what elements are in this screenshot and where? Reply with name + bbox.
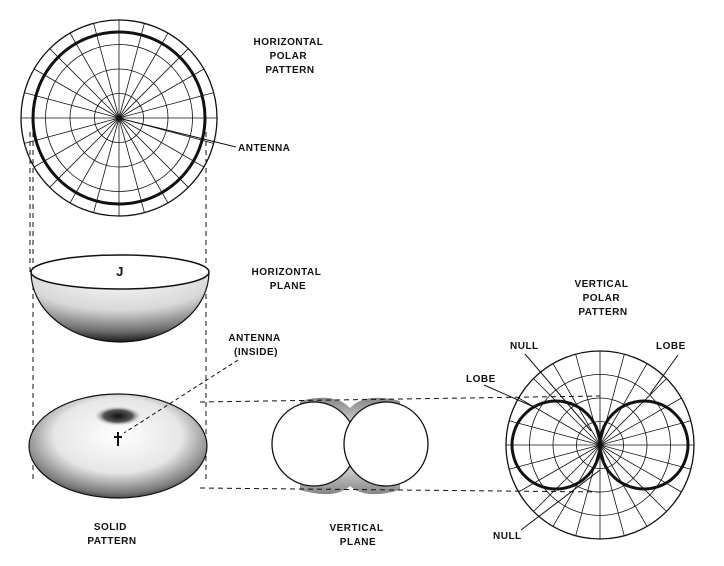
vertical-plane-label: VERTICAL PLANE — [329, 523, 386, 548]
polar-spoke — [118, 117, 205, 168]
solid-pattern-label: SOLID PATTERN — [87, 522, 136, 547]
polar-spoke — [69, 32, 120, 119]
label-line: POLAR — [270, 51, 308, 62]
projection-guides-left — [29, 132, 207, 482]
vertical-pattern-lobes — [510, 399, 690, 491]
label-line: ANTENNA — [228, 333, 280, 344]
antenna-leader — [121, 118, 237, 148]
label-leaders — [121, 118, 679, 531]
antenna-inside-label: ANTENNA (INSIDE) — [228, 333, 283, 358]
polar-spoke — [24, 92, 120, 119]
polar-spoke — [533, 378, 601, 446]
polar-spoke — [49, 117, 120, 188]
polar-spoke — [599, 444, 682, 493]
solid-pattern-torus — [28, 393, 208, 499]
label-line: POLAR — [583, 293, 621, 304]
label-line: (INSIDE) — [234, 347, 278, 358]
null-top-label: NULL — [510, 341, 539, 352]
lobe-left-leader — [483, 384, 535, 408]
polar-spoke — [118, 23, 145, 119]
polar-spoke — [509, 420, 601, 446]
null-top-leader — [524, 353, 592, 432]
polar-spoke — [509, 444, 601, 470]
label-line: VERTICAL — [574, 279, 628, 290]
polar-spoke — [49, 48, 120, 119]
label-line: HORIZONTAL — [252, 267, 322, 278]
horizontal-polar-pattern-label: HORIZONTAL POLAR PATTERN — [254, 37, 327, 76]
polar-spoke — [118, 117, 189, 188]
polar-spoke — [599, 444, 667, 512]
label-line: HORIZONTAL — [254, 37, 324, 48]
null-bottom-leader — [520, 469, 601, 531]
polar-spoke — [118, 117, 169, 204]
polar-spoke — [599, 444, 648, 527]
polar-spoke — [118, 32, 169, 119]
polar-spoke — [599, 378, 667, 446]
polar-spoke — [599, 363, 648, 446]
lobe-left-label: LOBE — [466, 374, 496, 385]
polar-spoke — [33, 117, 120, 168]
polar-spoke — [518, 397, 601, 446]
polar-spoke — [518, 444, 601, 493]
label-line: SOLID — [94, 522, 127, 533]
null-bottom-label: NULL — [493, 531, 522, 542]
antenna-label: ANTENNA — [238, 143, 290, 154]
polar-spoke — [599, 444, 691, 470]
polar-spoke — [24, 117, 120, 144]
polar-spoke — [552, 444, 601, 527]
polar-spoke — [33, 68, 120, 119]
horizontal-plane-bowl: J — [30, 254, 210, 343]
projection-guides-right — [199, 395, 601, 493]
label-line: PATTERN — [578, 307, 627, 318]
polar-spoke — [69, 117, 120, 204]
vertical-plane-figure — [271, 397, 429, 495]
polar-spoke — [533, 444, 601, 512]
horizontal-polar-grid — [20, 19, 218, 217]
label-line: PATTERN — [265, 65, 314, 76]
label-line: VERTICAL — [329, 523, 383, 534]
lobe-right-label: LOBE — [656, 341, 686, 352]
label-line: PLANE — [270, 281, 306, 292]
antenna-glyph: J — [116, 264, 124, 279]
label-line: PATTERN — [87, 536, 136, 547]
polar-spoke — [552, 363, 601, 446]
vertical-polar-pattern — [505, 350, 695, 540]
vertical-polar-pattern-label: VERTICAL POLAR PATTERN — [574, 279, 631, 318]
polar-spoke — [118, 117, 145, 213]
lobe-right-leader — [649, 354, 679, 395]
polar-spoke — [118, 68, 205, 119]
polar-spoke — [93, 23, 120, 119]
text-labels: HORIZONTAL POLAR PATTERN ANTENNA HORIZON… — [87, 37, 685, 548]
polar-spoke — [93, 117, 120, 213]
antenna-inside-leader — [123, 359, 239, 434]
polar-spoke — [118, 48, 189, 119]
polar-spoke — [599, 397, 682, 446]
horizontal-plane-label: HORIZONTAL PLANE — [252, 267, 325, 292]
polar-spoke — [118, 92, 214, 119]
polar-spoke — [599, 420, 691, 446]
horizontal-polar-pattern — [20, 19, 218, 217]
label-line: PLANE — [340, 537, 376, 548]
horizontal-pattern-curve — [31, 30, 207, 206]
